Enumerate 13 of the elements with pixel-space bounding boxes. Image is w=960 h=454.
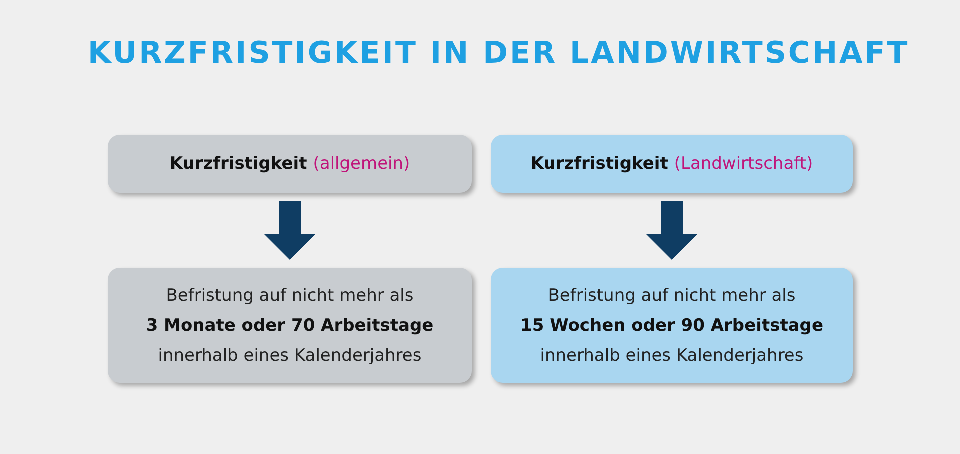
qualifier-text: (allgemein) xyxy=(313,154,410,174)
arrow xyxy=(264,201,316,260)
description-box xyxy=(491,268,853,383)
arrow xyxy=(646,201,698,260)
description-box xyxy=(108,268,472,383)
description-text: Befristung auf nicht mehr als 3 Monate oder 70 Arbeitstage innerhalb eines Kalenderjahres xyxy=(145,284,435,368)
description-text: Befristung auf nicht mehr als 15 Wochen oder 90 Arbeitstage innerhalb eines Kalenderjahres xyxy=(520,284,824,368)
heading-text: Kurzfristigkeit xyxy=(530,154,668,174)
heading-box xyxy=(108,135,472,193)
qualifier-text: (Landwirtschaft) xyxy=(674,154,814,174)
diagram-title: KURZFRISTIGKEIT IN DER LANDWIRTSCHAFT xyxy=(88,36,910,71)
heading-text: Kurzfristigkeit xyxy=(170,154,308,174)
heading-box xyxy=(491,135,853,193)
